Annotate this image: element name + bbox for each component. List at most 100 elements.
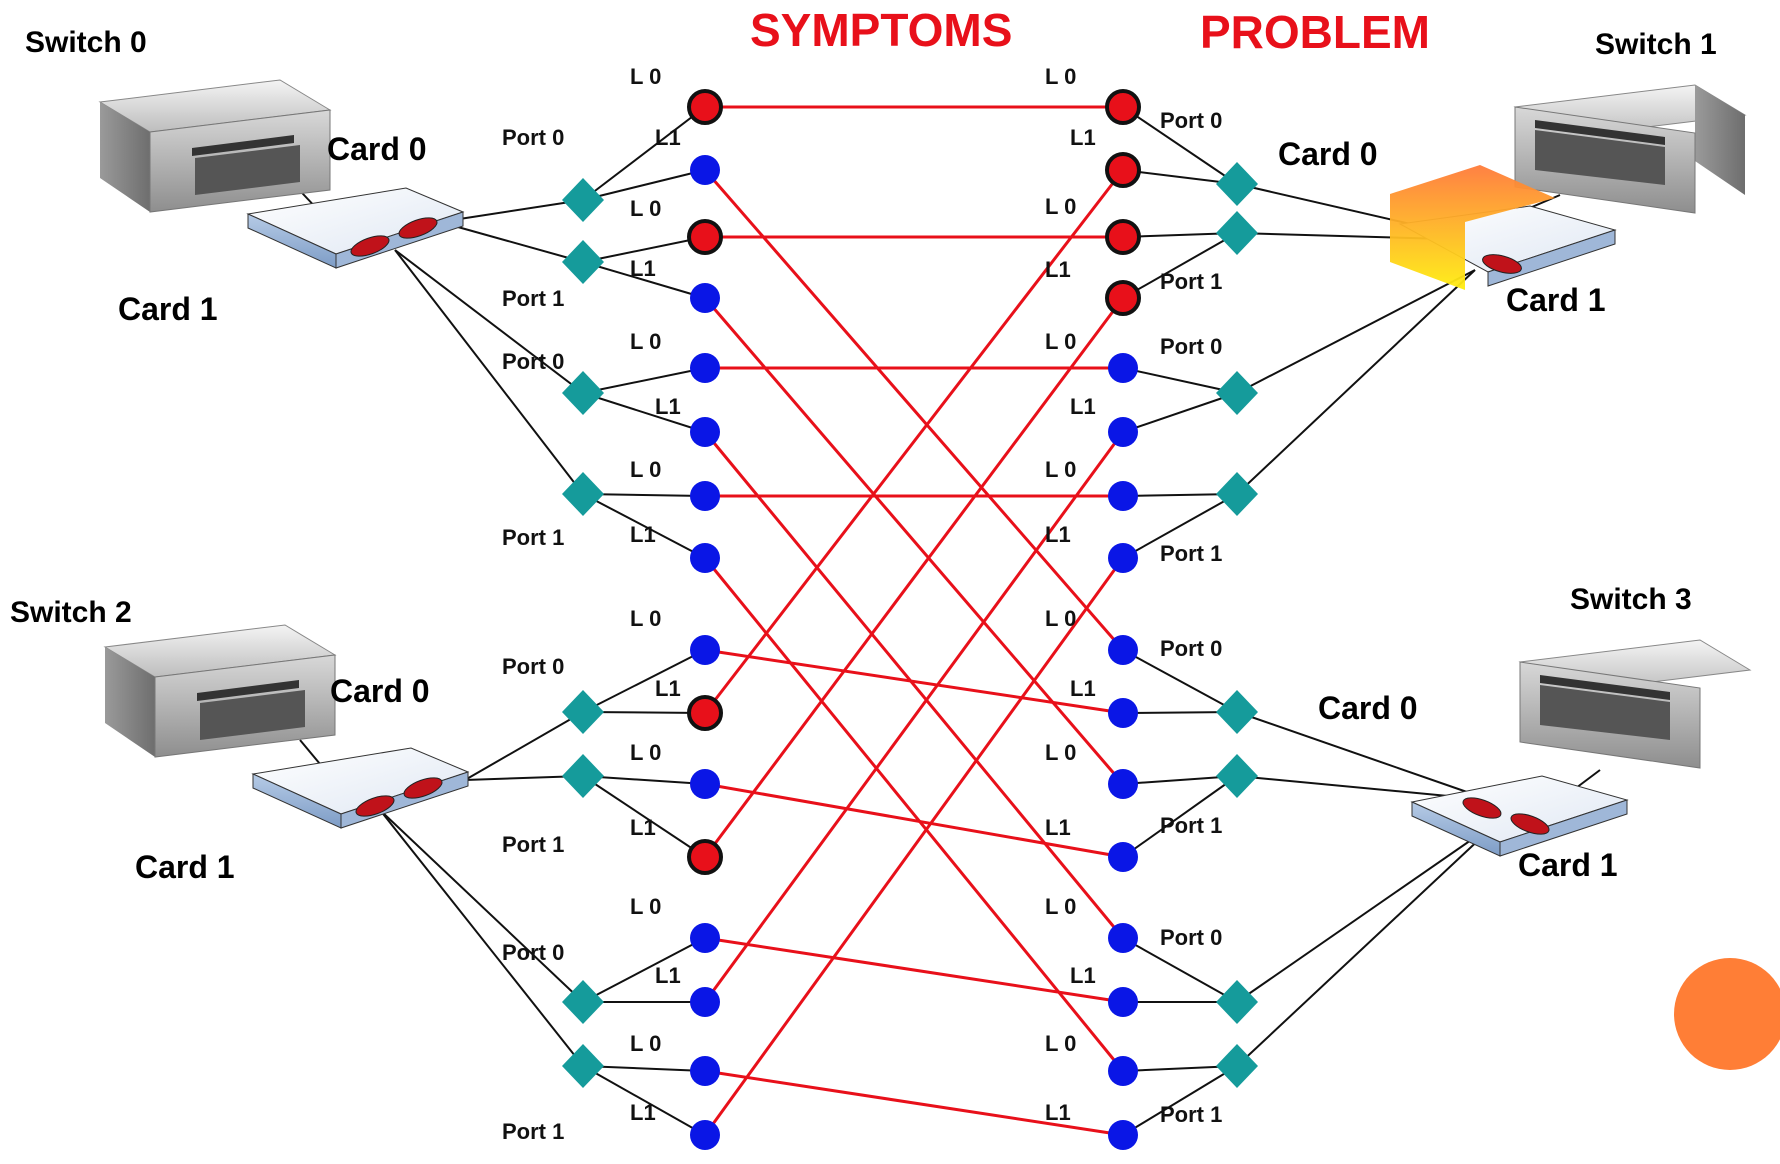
faulty-endpoint-node xyxy=(1105,280,1141,316)
network-card-icon xyxy=(246,187,465,269)
port-label: Port 0 xyxy=(1160,108,1222,133)
link-label: L 0 xyxy=(630,64,661,89)
card-port-wire xyxy=(1236,819,1501,1067)
switch-1 xyxy=(1513,84,1747,214)
cross-link xyxy=(704,1069,1124,1137)
port-label: Port 1 xyxy=(1160,813,1222,838)
faulty-endpoint-node xyxy=(1105,219,1141,255)
accent-circle-icon xyxy=(1674,958,1780,1070)
faulty-endpoint-node xyxy=(687,695,723,731)
port-diamond-icon xyxy=(1216,162,1258,206)
endpoint-node xyxy=(690,769,720,799)
switch-0-label: Switch 0 xyxy=(25,26,147,59)
cross-link xyxy=(703,169,1125,714)
card-port-wire xyxy=(439,221,584,263)
endpoint-node xyxy=(690,283,720,313)
port-layer xyxy=(562,162,1258,1088)
network-switch-icon xyxy=(103,624,337,758)
endpoint-node xyxy=(1108,353,1138,383)
endpoint-node xyxy=(690,635,720,665)
cross-link xyxy=(703,557,1125,1136)
cross-link xyxy=(703,431,1125,939)
port-diamond-icon xyxy=(562,980,604,1024)
port-diamond-icon xyxy=(562,178,604,222)
fault-highlight-icon xyxy=(1390,165,1555,290)
link-label: L 0 xyxy=(1045,64,1076,89)
port-label: Port 1 xyxy=(502,832,564,857)
endpoint-node xyxy=(690,1120,720,1150)
network-card-icon xyxy=(1410,775,1629,857)
switch-3 xyxy=(1518,639,1752,769)
cross-link xyxy=(704,936,1124,1004)
port-link-wire xyxy=(1122,367,1238,394)
link-label: L1 xyxy=(655,125,681,150)
endpoint-node xyxy=(1108,1056,1138,1086)
link-label: L 0 xyxy=(630,196,661,221)
port-link-wire xyxy=(1122,169,1238,185)
link-label: L 0 xyxy=(630,329,661,354)
port-link-wire xyxy=(582,392,706,433)
port-link-wire xyxy=(582,261,706,299)
card-port-wire xyxy=(394,249,584,495)
s0-card0-label: Card 0 xyxy=(327,131,427,167)
switch-2-card xyxy=(251,747,470,829)
endpoint-node xyxy=(1108,1120,1138,1150)
faulty-endpoint-node xyxy=(687,839,723,875)
port-diamond-icon xyxy=(562,1044,604,1088)
cross-link xyxy=(704,782,1124,859)
cross-link xyxy=(703,297,1125,858)
network-switch-icon xyxy=(1513,84,1747,214)
port-link-wire xyxy=(1122,649,1238,713)
card-port-wire xyxy=(394,249,584,394)
switch-3-card xyxy=(1410,775,1629,857)
cross-link-layer xyxy=(703,105,1125,1137)
card-port-wire xyxy=(1236,269,1476,394)
port-link-wire xyxy=(1122,493,1238,559)
link-label: L1 xyxy=(655,676,681,701)
link-label: L1 xyxy=(1045,522,1071,547)
s0-card1-label: Card 1 xyxy=(118,291,218,327)
port-label: Port 1 xyxy=(1160,269,1222,294)
port-link-wire xyxy=(1122,1065,1238,1136)
link-label: L1 xyxy=(630,815,656,840)
endpoint-node xyxy=(1108,842,1138,872)
link-label: L 0 xyxy=(1045,194,1076,219)
endpoint-node xyxy=(1108,698,1138,728)
port-diamond-icon xyxy=(562,472,604,516)
link-label: L1 xyxy=(1070,125,1096,150)
port-diamond-icon xyxy=(1216,690,1258,734)
s1-card1-label: Card 1 xyxy=(1506,282,1606,318)
switch-0 xyxy=(98,79,332,213)
symptoms-heading: SYMPTOMS xyxy=(750,4,1012,56)
port-link-wire xyxy=(582,775,706,858)
card-port-wire xyxy=(379,809,584,1003)
cross-link xyxy=(703,169,1125,651)
port-diamond-icon xyxy=(562,371,604,415)
link-label: L1 xyxy=(630,522,656,547)
link-label: L 0 xyxy=(630,606,661,631)
port-link-wire xyxy=(1122,232,1238,299)
port-link-wire xyxy=(582,236,706,263)
port-link-wire xyxy=(582,937,706,1003)
port-label: Port 0 xyxy=(1160,334,1222,359)
port-link-wire xyxy=(1122,775,1238,858)
link-label: L1 xyxy=(1045,257,1071,282)
link-label: L1 xyxy=(1070,676,1096,701)
endpoint-node xyxy=(1108,769,1138,799)
endpoint-node xyxy=(690,1056,720,1086)
faulty-endpoint-node xyxy=(687,219,723,255)
card-port-wire xyxy=(379,809,584,1067)
port-label: Port 0 xyxy=(1160,636,1222,661)
switch-2-label: Switch 2 xyxy=(10,596,132,629)
endpoint-node xyxy=(690,155,720,185)
link-label: L 0 xyxy=(1045,1031,1076,1056)
port-diamond-icon xyxy=(562,690,604,734)
switch-3-label: Switch 3 xyxy=(1570,583,1692,616)
link-label: L 0 xyxy=(1045,894,1076,919)
faulty-endpoint-node xyxy=(687,89,723,125)
link-label: L 0 xyxy=(630,1031,661,1056)
port-diamond-icon xyxy=(1216,1044,1258,1088)
s3-card0-label: Card 0 xyxy=(1318,690,1418,726)
